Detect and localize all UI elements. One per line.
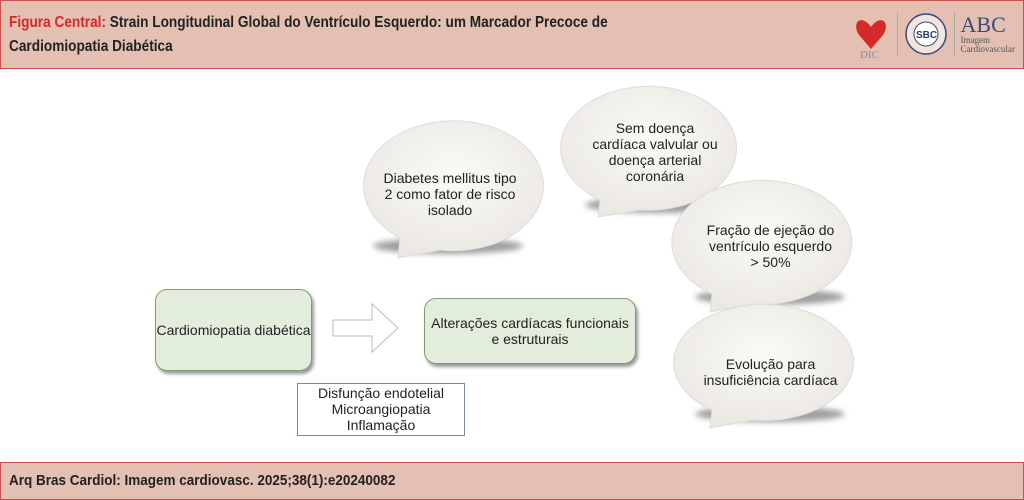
- sbc-logo-icon: SBC: [904, 13, 947, 55]
- abc-sub1: Imagem: [960, 35, 991, 45]
- bubble-4-text: Evolução para insuficiência cardíaca: [703, 356, 838, 388]
- header-band: Figura Central: Strain Longitudinal Glob…: [0, 0, 1024, 69]
- dic-logo-icon: DIC: [855, 20, 886, 59]
- citation: Arq Bras Cardiol: Imagem cardiovasc. 202…: [9, 472, 396, 489]
- mechanisms-box: Disfunção endotelial Microangiopatia Inf…: [297, 383, 465, 436]
- svg-text:DIC: DIC: [860, 49, 879, 59]
- abc-logo: ABC Imagem Cardiovascular: [961, 14, 1015, 54]
- bubble-4-shape: [673, 303, 855, 429]
- cardiomyopathy-box: Cardiomiopatia diabética: [155, 289, 312, 371]
- arrow-right-icon: [332, 302, 399, 354]
- title-lead: Figura Central:: [9, 14, 107, 31]
- bubble-1-text: Diabetes mellitus tipo 2 como fator de r…: [383, 170, 517, 218]
- bubble-2-text: Sem doença cardíaca valvular ou doença a…: [592, 120, 718, 184]
- bubble-3-text: Fração de ejeção do ventrículo esquerdo …: [706, 222, 835, 270]
- logos: DIC SBC ABC Imagem Cardiovascular: [851, 9, 1015, 59]
- cardiomyopathy-label: Cardiomiopatia diabética: [156, 322, 311, 338]
- abc-text: ABC: [960, 12, 1006, 37]
- alterations-label: Alterações cardíacas funcionais e estrut…: [431, 315, 629, 347]
- title-text: Strain Longitudinal Global do Ventrículo…: [9, 14, 608, 55]
- bubble-3-shape: [671, 179, 853, 313]
- svg-text:SBC: SBC: [916, 30, 937, 41]
- mechanism-item: Microangiopatia: [331, 401, 431, 417]
- bubble-1-shape: [363, 120, 544, 259]
- abc-sub2: Cardiovascular: [960, 44, 1015, 54]
- figure-title: Figura Central: Strain Longitudinal Glob…: [9, 11, 678, 59]
- mechanism-item: Inflamação: [346, 417, 416, 433]
- mechanism-item: Disfunção endotelial: [317, 385, 445, 401]
- footer-band: Arq Bras Cardiol: Imagem cardiovasc. 202…: [0, 462, 1024, 500]
- alterations-box: Alterações cardíacas funcionais e estrut…: [424, 298, 636, 364]
